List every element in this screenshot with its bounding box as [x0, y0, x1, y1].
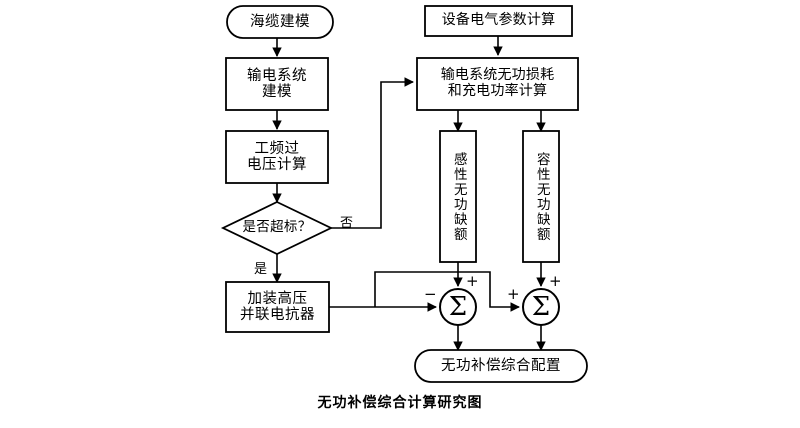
node-equipment-electrical-params — [424, 5, 573, 37]
edge-reactor-branch-to-sumright — [374, 271, 520, 312]
node-decision-exceed — [220, 201, 334, 255]
figure-caption: 无功补偿综合计算研究图 — [317, 395, 483, 411]
node-transmission-system-model — [225, 57, 329, 111]
node-power-frequency-overvoltage — [225, 130, 329, 184]
node-inductive-reactive-deficit — [439, 130, 477, 263]
node-install-hv-shunt-reactor — [225, 281, 330, 333]
node-reactive-loss-and-charging — [416, 57, 579, 111]
node-sum-left — [439, 288, 477, 326]
edge-decision-no-to-reactiveloss — [331, 77, 414, 229]
node-sum-right — [522, 288, 560, 326]
node-sea-cable-model — [226, 5, 334, 39]
node-reactive-compensation-config — [414, 349, 588, 383]
node-capacitive-reactive-deficit — [522, 130, 560, 263]
